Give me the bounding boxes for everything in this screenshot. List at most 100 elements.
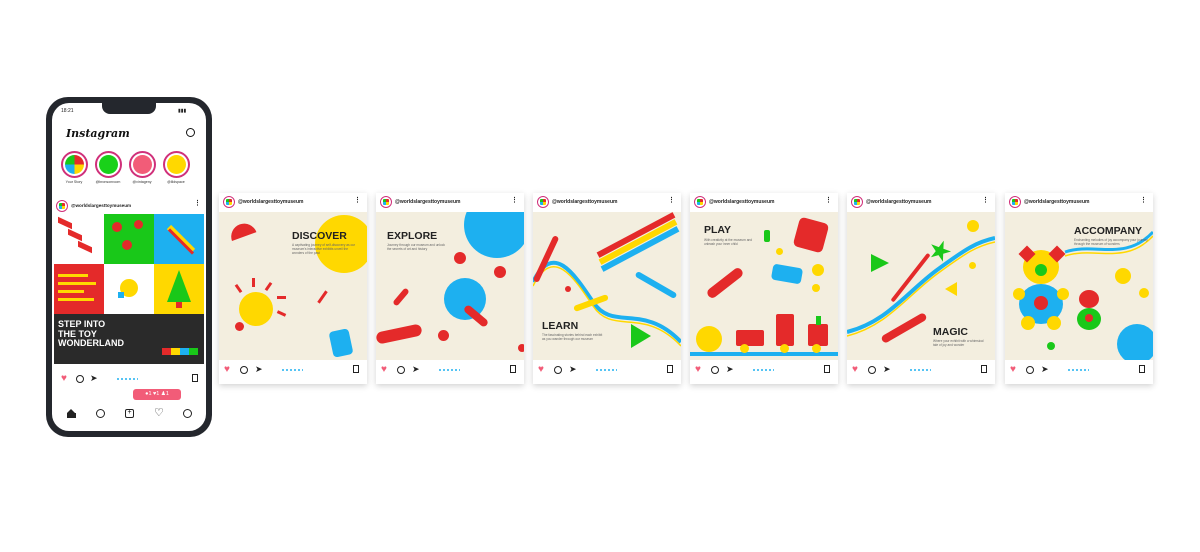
post-avatar[interactable] <box>1009 196 1021 208</box>
tile <box>54 214 104 264</box>
comment-icon[interactable] <box>240 366 248 374</box>
activity-icon[interactable]: ♡ <box>154 407 164 419</box>
museum-logo-icon <box>162 348 198 355</box>
post-image[interactable]: PLAY With creativity at the museum and u… <box>690 212 838 360</box>
hero-post-image[interactable]: STEP INTO THE TOY WONDERLAND <box>54 214 204 364</box>
messenger-icon[interactable] <box>186 128 195 137</box>
phone-notch <box>102 103 156 114</box>
carousel-dots <box>595 369 617 371</box>
post-username[interactable]: @worldslargesttoymuseum <box>1024 199 1090 205</box>
post-headline: DISCOVER <box>292 230 347 242</box>
post-username[interactable]: @worldslargesttoymuseum <box>395 199 461 205</box>
save-icon[interactable] <box>667 365 673 373</box>
post-image[interactable]: DISCOVER A captivating journey of self-d… <box>219 212 367 360</box>
phone-mockup: 18:21 ▮▮▮ Instagram Your Story @bronsonr… <box>46 97 212 437</box>
post-image[interactable]: ACCOMPANY Enchanting melodies of joy acc… <box>1005 212 1153 360</box>
more-options-icon[interactable]: ⋮ <box>1140 197 1147 204</box>
like-icon[interactable]: ♥ <box>852 364 858 375</box>
post-discover[interactable]: @worldslargesttoymuseum ⋮ DISCOVER A cap… <box>219 193 367 384</box>
story-bronsonroom[interactable]: @bronsonroom <box>93 151 123 184</box>
story-label: @lildspace <box>167 180 185 184</box>
more-options-icon[interactable]: ⋮ <box>194 200 201 207</box>
like-icon[interactable]: ♥ <box>1010 364 1016 375</box>
save-icon[interactable] <box>510 365 516 373</box>
post-avatar[interactable] <box>851 196 863 208</box>
post-image[interactable]: LEARN The fascinating stories behind eac… <box>533 212 681 360</box>
post-avatar[interactable] <box>380 196 392 208</box>
post-play[interactable]: @worldslargesttoymuseum ⋮ PLAY With crea… <box>690 193 838 384</box>
search-icon[interactable] <box>96 409 105 418</box>
tile <box>154 264 204 314</box>
follow-count: 1 <box>165 391 169 397</box>
share-icon[interactable]: ➤ <box>90 373 98 383</box>
comment-icon[interactable] <box>868 366 876 374</box>
share-icon[interactable]: ➤ <box>569 364 577 374</box>
like-icon[interactable]: ♥ <box>381 364 387 375</box>
notification-badge[interactable]: ●1 ♥1 ♟1 <box>133 389 181 400</box>
post-magic[interactable]: @worldslargesttoymuseum ⋮ MAGIC Where yo… <box>847 193 995 384</box>
like-icon[interactable]: ♥ <box>224 364 230 375</box>
share-icon[interactable]: ➤ <box>883 364 891 374</box>
comment-icon[interactable] <box>397 366 405 374</box>
like-icon[interactable]: ♥ <box>538 364 544 375</box>
post-username[interactable]: @worldslargesttoymuseum <box>709 199 775 205</box>
carousel-dots <box>116 378 138 380</box>
post-headline: MAGIC <box>933 326 968 338</box>
post-username[interactable]: @worldslargesttoymuseum <box>71 203 132 208</box>
comment-icon[interactable] <box>76 375 84 383</box>
save-icon[interactable] <box>353 365 359 373</box>
comment-icon[interactable] <box>1026 366 1034 374</box>
more-options-icon[interactable]: ⋮ <box>668 197 675 204</box>
post-image[interactable]: EXPLORE Journey through our museum and u… <box>376 212 524 360</box>
share-icon[interactable]: ➤ <box>255 364 263 374</box>
post-image[interactable]: MAGIC Where your exhibit with a whimsica… <box>847 212 995 360</box>
like-icon[interactable]: ♥ <box>61 373 67 384</box>
wavy-track <box>847 236 995 337</box>
story-your-story[interactable]: Your Story <box>59 151 89 184</box>
story-label: @vintageny <box>132 180 152 184</box>
share-icon[interactable]: ➤ <box>726 364 734 374</box>
story-lildspace[interactable]: @lildspace <box>161 151 191 184</box>
post-header: @worldslargesttoymuseum ⋮ <box>847 193 995 212</box>
post-header: @worldslargesttoymuseum ⋮ <box>1005 193 1153 212</box>
post-avatar[interactable] <box>223 196 235 208</box>
post-subtext: Journey through our museum and unlock th… <box>387 243 445 251</box>
comment-icon[interactable] <box>554 366 562 374</box>
hero-text: STEP INTO THE TOY WONDERLAND <box>58 319 124 348</box>
tile <box>154 214 204 264</box>
story-vintageny[interactable]: @vintageny <box>127 151 157 184</box>
save-icon[interactable] <box>824 365 830 373</box>
post-learn[interactable]: @worldslargesttoymuseum ⋮ LEARN The fasc… <box>533 193 681 384</box>
instagram-logo[interactable]: Instagram <box>66 127 130 140</box>
post-avatar[interactable] <box>56 200 68 212</box>
save-icon[interactable] <box>192 374 198 382</box>
share-icon[interactable]: ➤ <box>1041 364 1049 374</box>
new-post-icon[interactable]: + <box>125 409 134 418</box>
comment-icon[interactable] <box>711 366 719 374</box>
carousel-dots <box>752 369 774 371</box>
post-username[interactable]: @worldslargesttoymuseum <box>552 199 618 205</box>
post-explore[interactable]: @worldslargesttoymuseum ⋮ EXPLORE Journe… <box>376 193 524 384</box>
more-options-icon[interactable]: ⋮ <box>511 197 518 204</box>
share-icon[interactable]: ➤ <box>412 364 420 374</box>
home-icon[interactable] <box>67 409 76 418</box>
more-options-icon[interactable]: ⋮ <box>982 197 989 204</box>
post-username[interactable]: @worldslargesttoymuseum <box>238 199 304 205</box>
battery-icon: ▮▮▮ <box>178 108 187 114</box>
save-icon[interactable] <box>981 365 987 373</box>
post-avatar[interactable] <box>694 196 706 208</box>
profile-icon[interactable] <box>183 409 192 418</box>
post-username[interactable]: @worldslargesttoymuseum <box>866 199 932 205</box>
carousel-dots <box>438 369 460 371</box>
more-options-icon[interactable]: ⋮ <box>825 197 832 204</box>
post-accompany[interactable]: @worldslargesttoymuseum ⋮ ACCOMPANY Ench… <box>1005 193 1153 384</box>
post-header: @worldslargesttoymuseum ⋮ <box>376 193 524 212</box>
like-icon[interactable]: ♥ <box>695 364 701 375</box>
phone-screen: 18:21 ▮▮▮ Instagram Your Story @bronsonr… <box>52 103 206 431</box>
post-actions: ♥ ➤ <box>690 363 838 379</box>
post-avatar[interactable] <box>537 196 549 208</box>
more-options-icon[interactable]: ⋮ <box>354 197 361 204</box>
post-actions: ♥ ➤ <box>847 363 995 379</box>
status-time: 18:21 <box>61 108 74 114</box>
save-icon[interactable] <box>1139 365 1145 373</box>
